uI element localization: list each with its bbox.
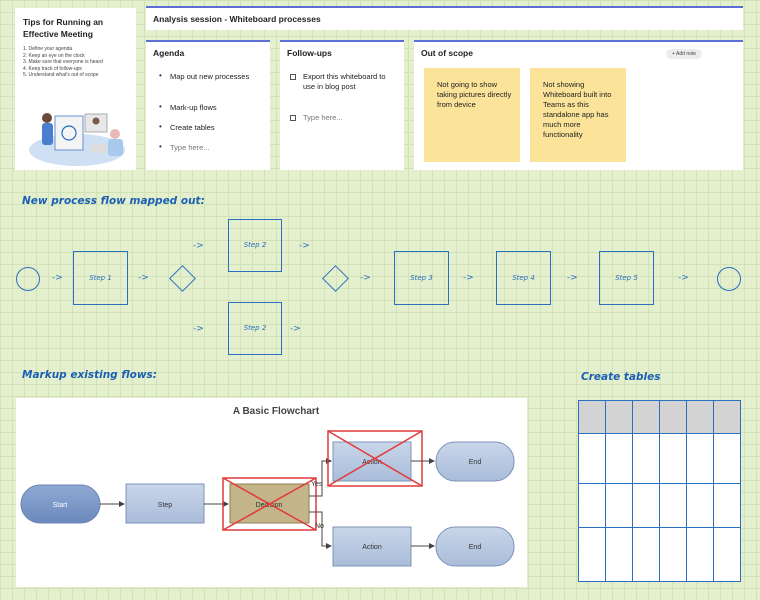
table-row xyxy=(578,526,741,583)
session-header: Analysis session - Whiteboard processes xyxy=(146,6,743,30)
merge-diamond[interactable] xyxy=(322,265,349,292)
agenda-type-here[interactable]: Type here... xyxy=(170,143,210,152)
agenda-title: Agenda xyxy=(153,48,185,58)
end-top-shape xyxy=(435,441,515,482)
step-label: Step 1 xyxy=(89,274,112,282)
step-4-box[interactable]: Step 4 xyxy=(496,251,551,305)
table-row xyxy=(578,483,741,528)
tips-item: 5. Understand what's out of scope xyxy=(23,72,99,79)
decision-diamond[interactable] xyxy=(169,265,196,292)
checkbox[interactable] xyxy=(290,115,296,121)
bullet-icon: • xyxy=(159,71,162,80)
arrow: -> xyxy=(678,273,689,283)
tips-card: Tips for Running an Effective Meeting 1.… xyxy=(15,8,136,170)
arrow: -> xyxy=(193,324,204,334)
step-label: Step 2 xyxy=(243,241,267,249)
followups-title: Follow-ups xyxy=(287,48,332,58)
agenda-item[interactable]: Map out new processes xyxy=(170,72,250,81)
action-bottom-label: Action xyxy=(362,544,382,551)
bullet-icon: • xyxy=(159,102,162,111)
step-label: Step 3 xyxy=(410,274,433,282)
step-5-box[interactable]: Step 5 xyxy=(599,251,654,305)
tips-title: Tips for Running an Effective Meeting xyxy=(23,17,104,39)
add-note-label: Add note xyxy=(676,51,697,57)
sticky-note[interactable]: Not showing Whiteboard built into Teams … xyxy=(530,68,626,162)
step-3-box[interactable]: Step 3 xyxy=(394,251,449,305)
no-label: No xyxy=(315,523,324,530)
action-top-shape xyxy=(332,441,412,482)
table-row xyxy=(578,432,741,485)
sticky-note[interactable]: Not going to show taking pictures direct… xyxy=(424,68,520,162)
basic-flowchart-image[interactable]: A Basic Flowchart Start Step Decision Ye… xyxy=(16,398,527,587)
end-bottom-label: End xyxy=(469,544,482,551)
markup-heading: Markup existing flows: xyxy=(22,369,157,381)
meeting-illustration xyxy=(29,113,125,166)
arrow: -> xyxy=(52,273,63,283)
followup-item[interactable]: Export this whiteboard to use in blog po… xyxy=(303,72,386,91)
arrow: -> xyxy=(290,324,301,334)
tips-item: 2. Keep an eye on the clock xyxy=(23,52,85,59)
process-heading: New process flow mapped out: xyxy=(22,195,205,207)
step-label: Step 4 xyxy=(512,274,535,282)
decision-cross-icon xyxy=(222,477,317,531)
agenda-item[interactable]: Mark-up flows xyxy=(170,103,217,112)
page-title: Analysis session - Whiteboard processes xyxy=(153,14,321,24)
arrow: -> xyxy=(567,273,578,283)
step-label: Step 5 xyxy=(615,274,638,282)
step-label: Step xyxy=(158,502,173,509)
yes-label: Yes xyxy=(311,481,323,488)
step-2-lower-box[interactable]: Step 2 xyxy=(228,302,282,355)
arrow: -> xyxy=(360,273,371,283)
action-top-label: Action xyxy=(362,459,382,466)
step-1-box[interactable]: Step 1 xyxy=(73,251,128,305)
step-label: Step 2 xyxy=(243,324,267,332)
bullet-icon: • xyxy=(159,142,162,151)
out-of-scope-title: Out of scope xyxy=(421,48,473,58)
step-2-upper-box[interactable]: Step 2 xyxy=(228,219,282,272)
start-circle[interactable] xyxy=(16,267,40,291)
flowchart-title: A Basic Flowchart xyxy=(233,406,320,417)
drawn-table[interactable] xyxy=(578,400,741,583)
tips-item: 3. Make sure that everyone is heard xyxy=(23,59,103,66)
checkbox[interactable] xyxy=(290,74,296,80)
plus-icon: + xyxy=(672,51,675,57)
add-note-button[interactable]: + Add note xyxy=(666,49,703,59)
followup-type-here[interactable]: Type here... xyxy=(303,113,343,122)
table-header-row xyxy=(578,400,741,434)
end-circle[interactable] xyxy=(717,267,741,291)
tips-item: 1. Define your agenda xyxy=(23,46,73,52)
end-bottom-shape xyxy=(435,526,515,567)
agenda-item[interactable]: Create tables xyxy=(170,123,215,132)
tips-list: 1. Define your agenda 2. Keep an eye on … xyxy=(23,46,103,79)
flowchart-canvas: A Basic Flowchart Start Step Decision Ye… xyxy=(20,406,515,567)
arrow: -> xyxy=(193,241,204,251)
decision-label: Decision xyxy=(256,502,283,509)
arrow: -> xyxy=(138,273,149,283)
arrow: -> xyxy=(299,241,310,251)
table-grid[interactable] xyxy=(578,400,741,583)
start-label: Start xyxy=(53,502,68,509)
agenda-card: Agenda • Map out new processes • Mark-up… xyxy=(146,40,270,170)
end-top-label: End xyxy=(469,459,482,466)
tables-heading: Create tables xyxy=(581,371,661,383)
bullet-icon: • xyxy=(159,122,162,131)
out-of-scope-card: Out of scope + Add note Not going to sho… xyxy=(414,40,743,170)
tips-item: 4. Keep track of follow-ups xyxy=(23,65,82,72)
action-cross-icon xyxy=(327,430,423,487)
followups-card: Follow-ups Export this whiteboard to use… xyxy=(280,40,404,170)
arrow: -> xyxy=(463,273,474,283)
